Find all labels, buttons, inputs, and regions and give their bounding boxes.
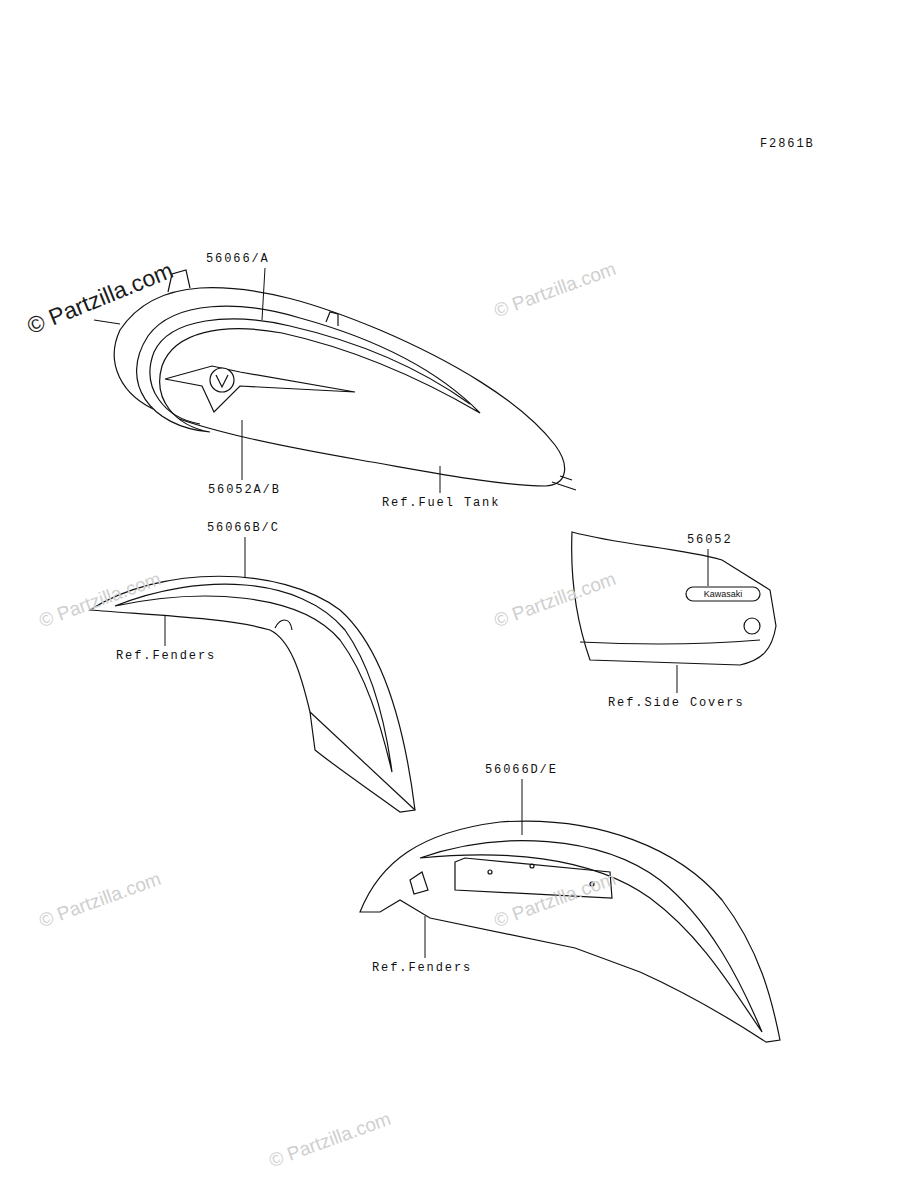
watermark: © Partzilla.com <box>491 258 619 322</box>
leader-lines <box>165 268 708 958</box>
callout-number: 56052 <box>687 533 733 547</box>
reference-label: Ref.Fenders <box>372 961 472 975</box>
callout-number: 56066/A <box>206 252 270 266</box>
diagram-code: F2861B <box>760 137 815 151</box>
watermark: © Partzilla.com <box>36 868 164 932</box>
rear-fender <box>360 821 780 1042</box>
decal-text: Kawasaki <box>704 589 743 599</box>
reference-label: Ref.Side Covers <box>608 696 745 710</box>
callout-number: 56066D/E <box>485 763 558 777</box>
callout-number: 56066B/C <box>207 521 280 535</box>
callout-number: 56052A/B <box>208 483 281 497</box>
front-fender <box>90 576 415 812</box>
reference-label: Ref.Fenders <box>116 649 216 663</box>
watermark: © Partzilla.com <box>266 1108 394 1172</box>
reference-label: Ref.Fuel Tank <box>382 496 500 510</box>
side-cover <box>572 532 776 665</box>
